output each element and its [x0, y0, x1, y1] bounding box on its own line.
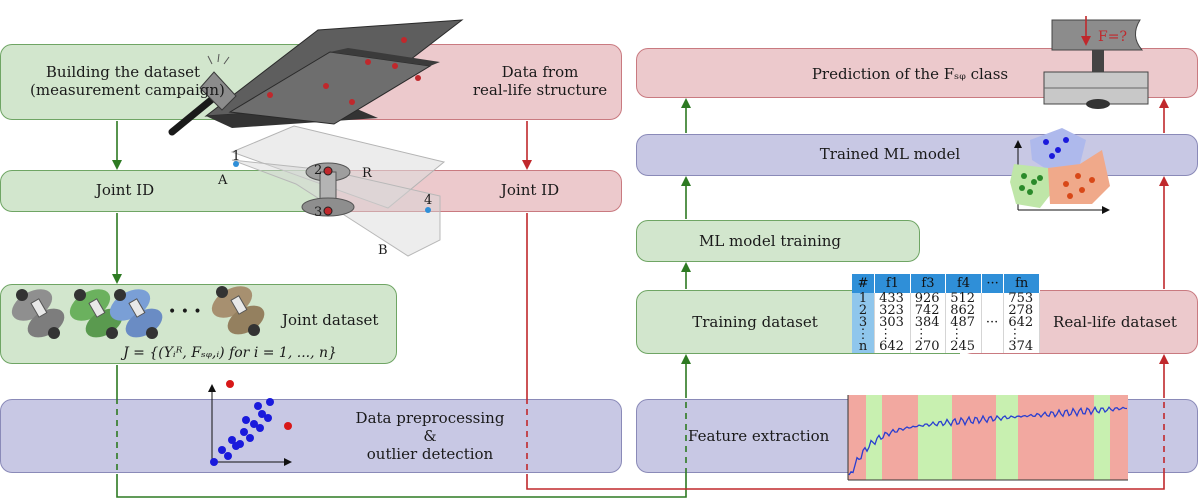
table-cell: 742	[910, 304, 947, 317]
table-row: n 642 270 245 374	[852, 340, 1040, 353]
signal-band	[848, 395, 866, 480]
table-header-cell: fn	[1003, 274, 1040, 293]
joint-label-b: B	[378, 243, 388, 258]
table-cell: 512	[945, 292, 982, 305]
table-header-cell: f4	[945, 274, 982, 293]
table-cell	[981, 341, 1005, 353]
joint-id-left-label: Joint ID	[95, 181, 155, 199]
table-row: 1 433 926 512 753	[852, 292, 1040, 305]
table-cell: ⋮	[852, 328, 876, 341]
table-cell	[981, 293, 1005, 305]
preprocessing-line1: Data preprocessing	[355, 409, 505, 427]
feature-signal-plot	[847, 395, 1128, 481]
joint-dataset-label: Joint dataset	[282, 311, 379, 329]
table-cell: ⋮	[945, 328, 982, 341]
joint-label-2: 2	[314, 163, 323, 178]
joint-label-r: R	[362, 166, 372, 181]
joint-dataset-formula: J = {(Yᵢᴿ, Fₛᵩ,ᵢ) for i = 1, ..., n}	[123, 345, 337, 361]
table-cell: 270	[910, 340, 947, 353]
table-cell: 862	[945, 304, 982, 317]
bolted-joint-illustration	[1043, 16, 1149, 109]
joint-id-right-label: Joint ID	[500, 181, 560, 199]
signal-band	[952, 395, 996, 480]
joint-model-illustration	[230, 125, 446, 257]
signal-band	[996, 395, 1018, 480]
table-cell: 433	[874, 292, 911, 305]
table-cell: 2	[852, 304, 876, 317]
joint-label-a: A	[218, 173, 228, 188]
ellipsis-dots: • • •	[168, 304, 202, 320]
table-cell: 753	[1003, 292, 1040, 305]
build-dataset-line2: (measurement campaign)	[30, 81, 225, 99]
preprocessing-box	[0, 399, 622, 473]
hammer-icon	[168, 53, 237, 136]
model-training-label: ML model training	[698, 232, 842, 250]
feature-extraction-label: Feature extraction	[688, 427, 830, 445]
table-row: 3 303 384 487 ··· 642	[852, 316, 1040, 329]
table-cell: 245	[945, 340, 982, 353]
table-cell: 487	[945, 316, 982, 329]
table-header-cell: #	[852, 274, 876, 293]
build-dataset-line1: Building the dataset	[45, 63, 201, 81]
real-life-data-label: Data from real-life structure	[470, 63, 610, 99]
table-cell: 642	[874, 340, 911, 353]
table-cell: ···	[981, 316, 1005, 329]
table-cell: ⋮	[1003, 328, 1040, 341]
table-cell: 303	[874, 316, 911, 329]
signal-band	[1094, 395, 1110, 480]
signal-band	[866, 395, 882, 480]
joint-dataset-box	[0, 284, 397, 364]
preprocessing-line2: &	[423, 427, 437, 445]
real-life-data-line2: real-life structure	[472, 81, 608, 99]
table-cell: 3	[852, 316, 876, 329]
trained-model-label: Trained ML model	[819, 145, 961, 163]
table-row: ⋮ ⋮ ⋮ ⋮ ⋮	[852, 328, 1040, 341]
preprocessing-line3: outlier detection	[366, 445, 494, 463]
real-life-data-line1: Data from	[501, 63, 579, 81]
table-header-cell: f3	[910, 274, 947, 293]
table-cell: ⋮	[874, 328, 911, 341]
feature-table: # f1 f3 f4 ··· fn 1 433 926 512 753 2 32…	[852, 274, 1040, 353]
table-cell	[981, 305, 1005, 317]
table-cell: 323	[874, 304, 911, 317]
preprocessing-label: Data preprocessing & outlier detection	[355, 409, 505, 463]
table-cell: ⋮	[910, 328, 947, 341]
table-cell: n	[852, 340, 876, 353]
table-cell: 384	[910, 316, 947, 329]
joint-label-1: 1	[232, 149, 241, 164]
force-label: F=?	[1098, 29, 1127, 45]
green-flow-arrows	[112, 98, 691, 498]
training-dataset-label: Training dataset	[692, 313, 818, 331]
classifier-regions-illustration	[1010, 128, 1110, 214]
joint-label-3: 3	[314, 205, 323, 220]
feature-table-header: # f1 f3 f4 ··· fn	[852, 274, 1040, 293]
joint-sample-icons	[11, 286, 265, 339]
signal-band	[882, 395, 918, 480]
build-dataset-label: Building the dataset (measurement campai…	[30, 63, 225, 99]
joint-label-4: 4	[424, 193, 433, 208]
table-cell: 278	[1003, 304, 1040, 317]
table-row: 2 323 742 862 278	[852, 304, 1040, 317]
table-cell: 926	[910, 292, 947, 305]
table-cell	[981, 329, 1005, 341]
outlier-scatter-plot	[208, 380, 292, 466]
prediction-label: Prediction of the Fₛᵩ class	[811, 65, 1009, 83]
joint-id-left-box	[0, 170, 330, 212]
table-cell: 374	[1003, 340, 1040, 353]
real-life-dataset-label: Real-life dataset	[1053, 313, 1177, 331]
table-cell: 1	[852, 292, 876, 305]
signal-band	[1110, 395, 1128, 480]
table-header-cell: f1	[874, 274, 911, 293]
table-header-cell: ···	[981, 274, 1005, 293]
table-cell: 642	[1003, 316, 1040, 329]
signal-band	[918, 395, 952, 480]
red-flow-arrows	[522, 98, 1169, 490]
plate-structure-illustration	[204, 19, 464, 128]
signal-band	[1018, 395, 1094, 480]
model-training-box	[636, 220, 920, 262]
